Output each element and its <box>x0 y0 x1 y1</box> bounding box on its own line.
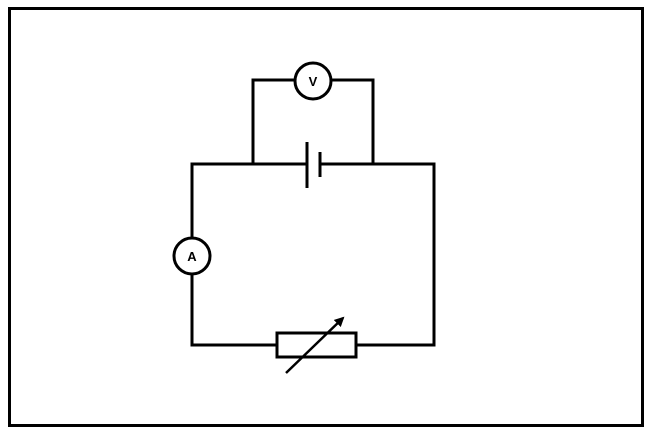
variable-resistor-icon <box>275 316 358 374</box>
voltmeter-circle <box>293 61 333 101</box>
voltmeter-label: V <box>309 74 318 89</box>
ammeter-circle <box>172 236 212 276</box>
variable-arrow <box>285 316 345 374</box>
ammeter-label: A <box>187 249 197 264</box>
voltmeter-branch <box>251 78 375 166</box>
cell-icon <box>305 142 322 188</box>
circuit-wires <box>190 162 436 347</box>
ammeter-icon: A <box>172 236 212 276</box>
voltmeter-icon: V <box>293 61 333 101</box>
